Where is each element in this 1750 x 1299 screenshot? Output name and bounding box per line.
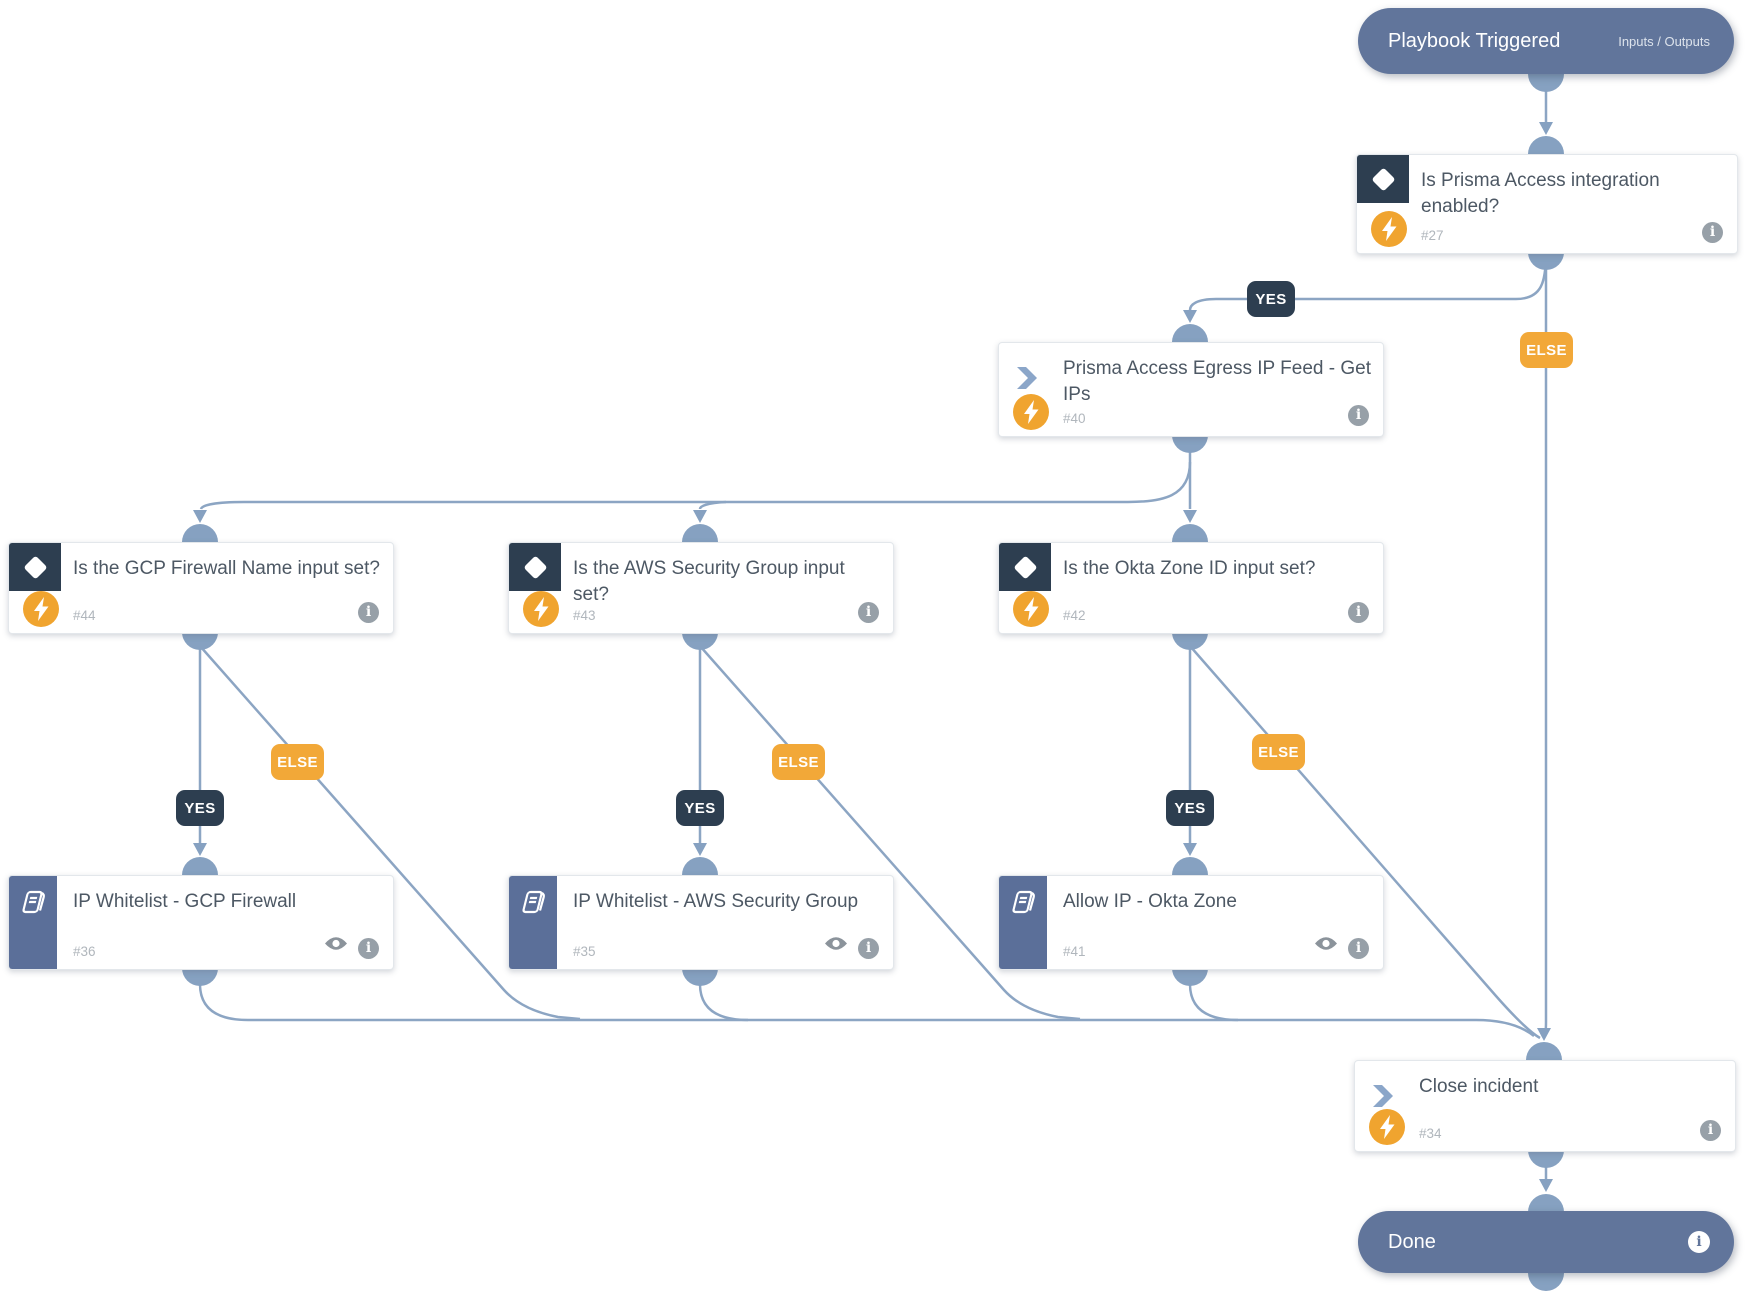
sub-playbook-sidebar <box>509 876 557 969</box>
automation-bolt-icon <box>1369 1109 1405 1145</box>
info-icon[interactable]: i <box>1348 602 1369 623</box>
task-title: Is the AWS Security Group input set? <box>573 558 845 605</box>
task-title: IP Whitelist - AWS Security Group <box>573 891 859 912</box>
info-icon[interactable]: i <box>1348 405 1369 426</box>
sub-playbook-sidebar <box>999 876 1047 969</box>
edge-label-yes-43[interactable]: YES <box>676 790 724 826</box>
condition-diamond-icon <box>9 543 61 591</box>
edge-label-else-44[interactable]: ELSE <box>271 744 324 780</box>
task-chevron-icon <box>1016 366 1038 395</box>
task-title: Prisma Access Egress IP Feed - Get IPs <box>1063 358 1371 405</box>
playbook-triggered-label: Playbook Triggered <box>1388 29 1561 52</box>
task-number: #27 <box>1421 228 1444 243</box>
task-title: Is Prisma Access integration enabled? <box>1421 170 1660 217</box>
automation-bolt-icon <box>1013 591 1049 627</box>
task-number: #34 <box>1419 1126 1442 1141</box>
preview-eye-icon[interactable] <box>824 935 848 957</box>
task-node-27[interactable]: Is Prisma Access integration enabled? #2… <box>1356 154 1738 254</box>
task-node-42[interactable]: Is the Okta Zone ID input set? #42 i <box>998 542 1384 634</box>
task-title: IP Whitelist - GCP Firewall <box>73 891 297 912</box>
task-node-40[interactable]: Prisma Access Egress IP Feed - Get IPs #… <box>998 342 1384 437</box>
task-number: #40 <box>1063 411 1086 426</box>
task-node-43[interactable]: Is the AWS Security Group input set? #43… <box>508 542 894 634</box>
info-icon[interactable]: i <box>358 938 379 959</box>
automation-bolt-icon <box>1013 394 1049 430</box>
playbook-book-icon <box>1012 890 1035 914</box>
inputs-outputs-link[interactable]: Inputs / Outputs <box>1618 33 1710 49</box>
done-label: Done <box>1388 1230 1436 1253</box>
automation-bolt-icon <box>523 591 559 627</box>
condition-diamond-icon <box>999 543 1051 591</box>
info-icon[interactable]: i <box>858 602 879 623</box>
task-title: Allow IP - Okta Zone <box>1063 891 1237 912</box>
edge-label-yes-44[interactable]: YES <box>176 790 224 826</box>
task-title: Close incident <box>1419 1076 1539 1097</box>
sub-playbook-sidebar <box>9 876 57 969</box>
task-number: #44 <box>73 608 96 623</box>
info-icon[interactable]: i <box>1702 222 1723 243</box>
edge-label-else-27[interactable]: ELSE <box>1520 332 1573 368</box>
task-node-36[interactable]: IP Whitelist - GCP Firewall #36 i <box>8 875 394 970</box>
edge-label-else-42[interactable]: ELSE <box>1252 734 1305 770</box>
task-node-34[interactable]: Close incident #34 i <box>1354 1060 1736 1152</box>
info-icon[interactable]: i <box>1688 1231 1710 1253</box>
playbook-book-icon <box>22 890 45 914</box>
automation-bolt-icon <box>1371 211 1407 247</box>
task-number: #35 <box>573 944 596 959</box>
task-title: Is the Okta Zone ID input set? <box>1063 558 1316 579</box>
task-title: Is the GCP Firewall Name input set? <box>73 558 380 579</box>
preview-eye-icon[interactable] <box>324 935 348 957</box>
edge-label-yes-42[interactable]: YES <box>1166 790 1214 826</box>
info-icon[interactable]: i <box>1700 1120 1721 1141</box>
info-icon[interactable]: i <box>1348 938 1369 959</box>
playbook-triggered-node[interactable]: Playbook Triggered Inputs / Outputs <box>1358 8 1734 74</box>
preview-eye-icon[interactable] <box>1314 935 1338 957</box>
task-number: #42 <box>1063 608 1086 623</box>
automation-bolt-icon <box>23 591 59 627</box>
condition-diamond-icon <box>1357 155 1409 203</box>
info-icon[interactable]: i <box>858 938 879 959</box>
task-number: #36 <box>73 944 96 959</box>
task-chevron-icon <box>1372 1084 1394 1113</box>
playbook-book-icon <box>522 890 545 914</box>
task-number: #41 <box>1063 944 1086 959</box>
edge-label-else-43[interactable]: ELSE <box>772 744 825 780</box>
condition-diamond-icon <box>509 543 561 591</box>
edge-label-yes-27[interactable]: YES <box>1247 281 1295 317</box>
task-node-41[interactable]: Allow IP - Okta Zone #41 i <box>998 875 1384 970</box>
task-number: #43 <box>573 608 596 623</box>
done-node[interactable]: Done i <box>1358 1211 1734 1273</box>
task-node-35[interactable]: IP Whitelist - AWS Security Group #35 i <box>508 875 894 970</box>
task-node-44[interactable]: Is the GCP Firewall Name input set? #44 … <box>8 542 394 634</box>
info-icon[interactable]: i <box>358 602 379 623</box>
